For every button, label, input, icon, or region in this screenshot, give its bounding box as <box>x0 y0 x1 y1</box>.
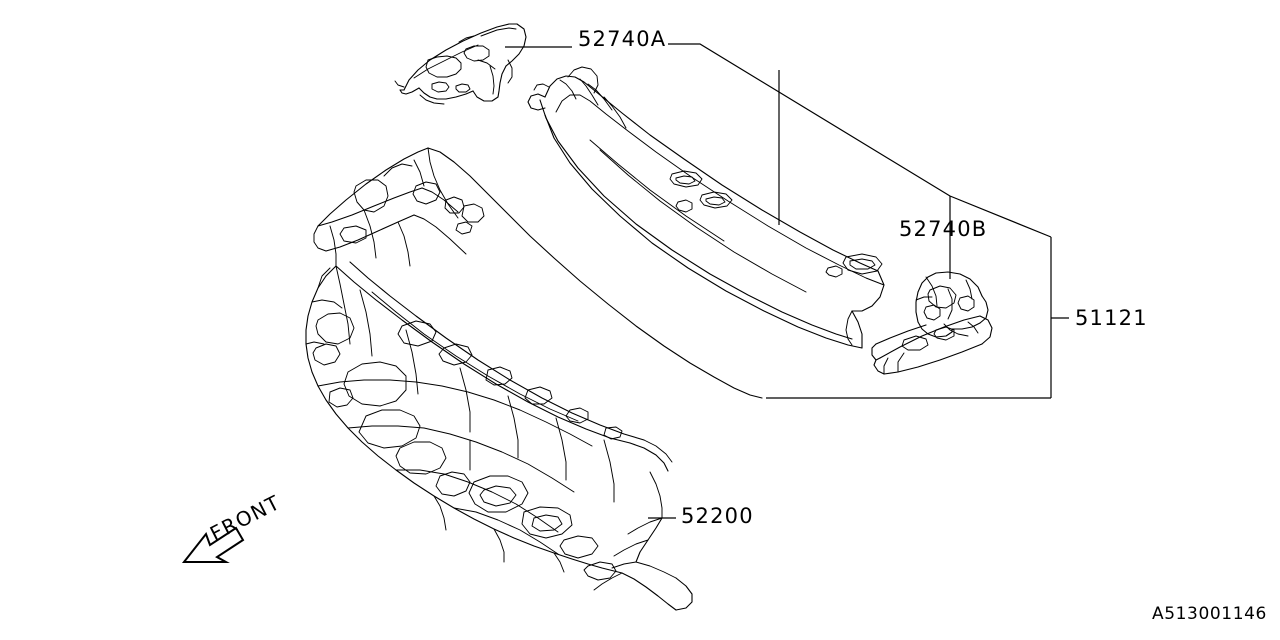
front-direction-arrow <box>181 526 245 563</box>
callout-label-52740A[interactable]: 52740A <box>578 27 667 51</box>
part-51121-cowl-panel <box>527 66 885 349</box>
part-52740A-cowl-side-bracket-left <box>394 23 527 105</box>
part-52200-toe-board-dash-panel <box>305 147 763 611</box>
part-52740B-cowl-side-bracket-right <box>871 271 993 375</box>
figure-reference-code: A513001146 <box>1152 604 1267 624</box>
callout-label-51121[interactable]: 51121 <box>1075 306 1148 330</box>
callout-label-52740B[interactable]: 52740B <box>899 217 988 241</box>
leader-lines <box>505 43 1069 519</box>
callout-label-52200[interactable]: 52200 <box>681 504 754 528</box>
